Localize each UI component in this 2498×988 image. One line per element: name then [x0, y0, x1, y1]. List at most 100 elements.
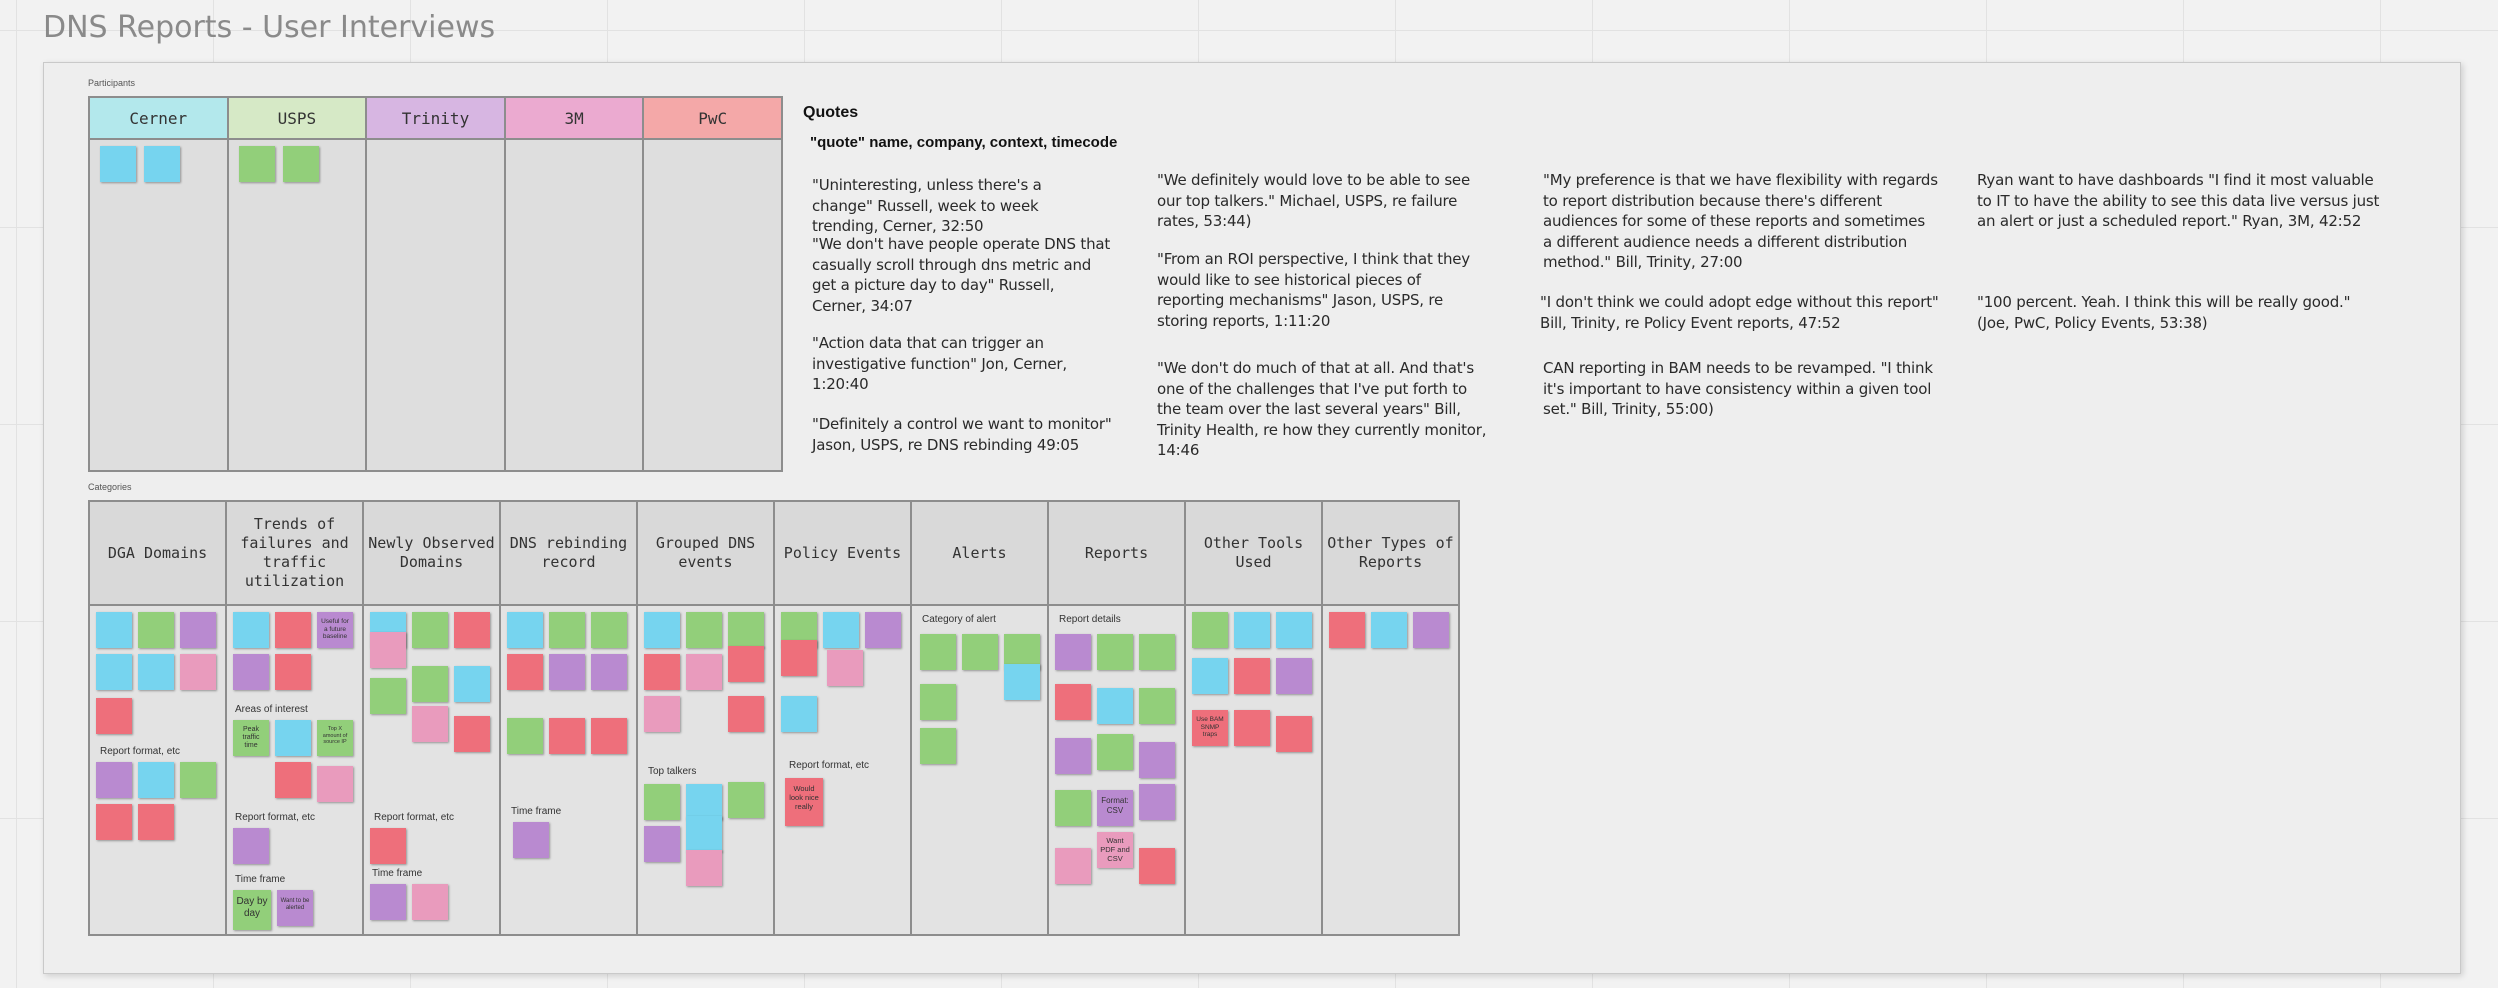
participant-header-pwc[interactable]: PwC [642, 96, 783, 140]
sticky-note[interactable] [96, 654, 132, 690]
sticky-note[interactable] [96, 804, 132, 840]
sticky-note[interactable] [686, 850, 722, 886]
sticky-note[interactable]: Peak traffic time [233, 720, 269, 756]
sticky-note[interactable] [100, 146, 136, 182]
sticky-note[interactable]: Use BAM SNMP traps [1192, 710, 1228, 746]
sticky-note[interactable] [370, 884, 406, 920]
participant-header-3m[interactable]: 3M [503, 96, 645, 140]
category-header-other-reports[interactable]: Other Types of Reports [1321, 500, 1460, 606]
sticky-note[interactable] [1276, 658, 1312, 694]
sticky-note[interactable] [1192, 658, 1228, 694]
sticky-note[interactable] [591, 654, 627, 690]
sticky-note[interactable] [962, 634, 998, 670]
sticky-note[interactable] [144, 146, 180, 182]
sticky-note[interactable] [507, 654, 543, 690]
sticky-note[interactable] [1234, 710, 1270, 746]
sticky-note[interactable] [1139, 634, 1175, 670]
sticky-note[interactable] [138, 762, 174, 798]
sticky-note[interactable] [1055, 790, 1091, 826]
sticky-note[interactable] [1004, 664, 1040, 700]
sticky-note[interactable] [1097, 688, 1133, 724]
sticky-note[interactable] [1371, 612, 1407, 648]
sticky-note[interactable] [549, 718, 585, 754]
sticky-note[interactable] [781, 696, 817, 732]
category-header-other-tools[interactable]: Other Tools Used [1184, 500, 1323, 606]
sticky-note[interactable] [1055, 634, 1091, 670]
sticky-note[interactable] [728, 696, 764, 732]
sticky-note[interactable] [686, 612, 722, 648]
sticky-note[interactable] [920, 728, 956, 764]
participant-header-usps[interactable]: USPS [226, 96, 368, 140]
sticky-note[interactable] [781, 640, 817, 676]
sticky-note[interactable] [1413, 612, 1449, 648]
sticky-note[interactable] [370, 678, 406, 714]
sticky-note[interactable] [180, 762, 216, 798]
sticky-note[interactable] [96, 762, 132, 798]
sticky-note[interactable] [686, 816, 722, 852]
sticky-note[interactable]: Day by day [233, 890, 271, 930]
sticky-note[interactable] [275, 612, 311, 648]
sticky-note[interactable] [138, 612, 174, 648]
sticky-note[interactable] [412, 884, 448, 920]
sticky-note[interactable] [1139, 742, 1175, 778]
sticky-note[interactable] [233, 654, 269, 690]
category-header-newly-observed[interactable]: Newly Observed Domains [362, 500, 501, 606]
sticky-note[interactable] [1055, 684, 1091, 720]
sticky-note[interactable] [238, 146, 275, 182]
category-header-alerts[interactable]: Alerts [910, 500, 1049, 606]
sticky-note[interactable] [1276, 612, 1312, 648]
category-header-trends[interactable]: Trends of failures and traffic utilizati… [225, 500, 364, 606]
sticky-note[interactable]: Format: CSV [1097, 790, 1133, 826]
participant-header-trinity[interactable]: Trinity [365, 96, 506, 140]
sticky-note[interactable] [412, 612, 448, 648]
category-header-reports[interactable]: Reports [1047, 500, 1186, 606]
sticky-note[interactable] [865, 612, 901, 648]
sticky-note[interactable] [644, 826, 680, 862]
sticky-note[interactable] [686, 654, 722, 690]
sticky-note[interactable] [275, 720, 311, 756]
sticky-note[interactable] [827, 650, 863, 686]
sticky-note[interactable] [507, 612, 543, 648]
sticky-note[interactable] [1139, 848, 1175, 884]
sticky-note[interactable] [823, 612, 859, 648]
category-header-dga-domains[interactable]: DGA Domains [88, 500, 227, 606]
sticky-note[interactable] [728, 782, 764, 818]
sticky-note[interactable] [644, 696, 680, 732]
sticky-note[interactable] [549, 612, 585, 648]
sticky-note[interactable] [549, 654, 585, 690]
sticky-note[interactable] [454, 612, 490, 648]
sticky-note[interactable]: Would look nice really [785, 778, 823, 826]
sticky-note[interactable] [644, 654, 680, 690]
sticky-note[interactable] [1055, 738, 1091, 774]
sticky-note[interactable] [1192, 612, 1228, 648]
sticky-note[interactable] [1234, 658, 1270, 694]
sticky-note[interactable]: Want PDF and CSV [1097, 832, 1133, 868]
sticky-note[interactable] [1329, 612, 1365, 648]
sticky-note[interactable] [644, 612, 680, 648]
category-header-grouped-events[interactable]: Grouped DNS events [636, 500, 775, 606]
sticky-note[interactable] [644, 784, 680, 820]
sticky-note[interactable] [180, 612, 216, 648]
sticky-note[interactable] [686, 784, 722, 820]
sticky-note[interactable] [1234, 612, 1270, 648]
sticky-note[interactable] [513, 822, 549, 858]
sticky-note[interactable] [412, 706, 448, 742]
sticky-note[interactable] [96, 698, 132, 734]
sticky-note[interactable] [454, 716, 490, 752]
sticky-note[interactable]: Want to be alerted [277, 890, 313, 926]
sticky-note[interactable] [275, 654, 311, 690]
sticky-note[interactable] [275, 762, 311, 798]
category-header-policy-events[interactable]: Policy Events [773, 500, 912, 606]
sticky-note[interactable] [412, 666, 448, 702]
sticky-note[interactable] [507, 718, 543, 754]
sticky-note[interactable] [317, 766, 353, 802]
sticky-note[interactable] [138, 804, 174, 840]
sticky-note[interactable] [591, 718, 627, 754]
sticky-note[interactable] [1055, 848, 1091, 884]
sticky-note[interactable] [1276, 716, 1312, 752]
sticky-note[interactable] [233, 612, 269, 648]
sticky-note[interactable] [180, 654, 216, 690]
sticky-note[interactable] [454, 666, 490, 702]
sticky-note[interactable] [591, 612, 627, 648]
sticky-note[interactable] [233, 828, 269, 864]
